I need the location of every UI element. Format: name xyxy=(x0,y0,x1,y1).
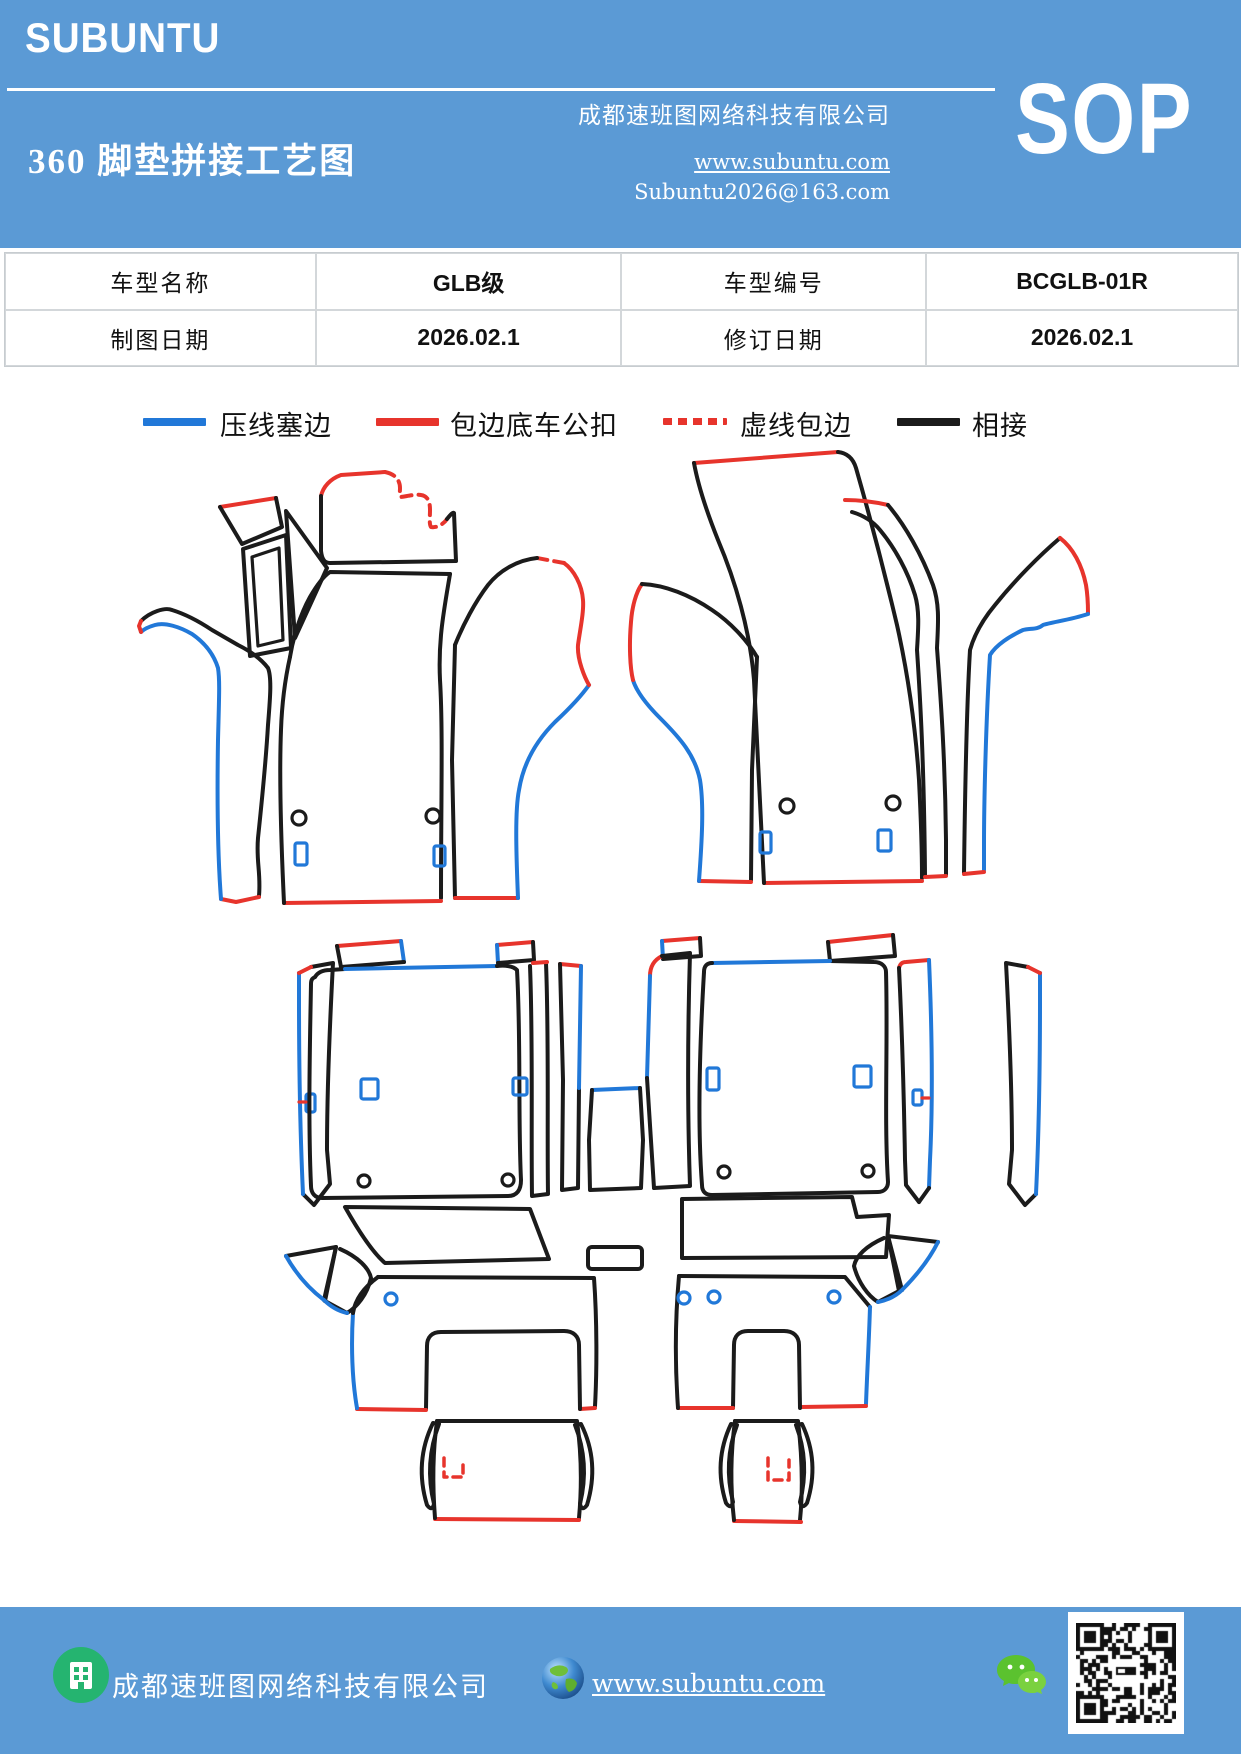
legend-label-dashed-binding: 虚线包边 xyxy=(740,411,852,441)
revise-date-label: 修订日期 xyxy=(621,309,927,366)
vehicle-info-table: 车型名称 GLB级 车型编号 BCGLB-01R 制图日期 2026.02.1 … xyxy=(4,252,1239,367)
brand-logo: SUBUNTU xyxy=(25,14,221,61)
rear-top-strip-4 xyxy=(826,933,897,963)
header-website-link[interactable]: www.subuntu.com xyxy=(694,150,890,174)
page-title: 360 脚垫拼接工艺图 xyxy=(28,142,357,181)
rear-top-strip-1 xyxy=(335,939,406,969)
front-right-main-mat xyxy=(692,450,924,885)
rear-left-mat xyxy=(307,963,529,1200)
front-center-left-piece xyxy=(450,556,591,900)
header-company-name: 成都速班图网络科技有限公司 xyxy=(578,103,890,128)
qr-code-canvas xyxy=(1076,1623,1176,1723)
rear-right-trapezoid xyxy=(680,1195,891,1260)
front-right-band-piece xyxy=(843,498,948,879)
front-center-right-piece xyxy=(627,582,759,884)
building-icon xyxy=(53,1647,109,1703)
front-left-side-strip xyxy=(137,607,273,904)
bottom-right-boot-piece xyxy=(718,1419,815,1524)
front-left-main-mat xyxy=(278,570,452,905)
rear-left-wedges xyxy=(284,1245,373,1315)
rear-right-wedges xyxy=(852,1234,940,1304)
legend-black-line-swatch xyxy=(897,418,960,426)
rear-right-strip xyxy=(897,958,934,1204)
model-name-label: 车型名称 xyxy=(5,253,316,310)
third-row-left-mat xyxy=(350,1275,599,1412)
legend-label-press-edge: 压线塞边 xyxy=(220,411,332,441)
sop-label: SOP xyxy=(1014,63,1193,175)
footer-website-link[interactable]: www.subuntu.com xyxy=(592,1669,826,1698)
front-left-heel-box xyxy=(241,533,293,658)
globe-icon xyxy=(542,1657,584,1699)
rear-center-strips xyxy=(528,951,692,1198)
qr-code xyxy=(1068,1612,1184,1734)
legend-red-line-swatch xyxy=(376,418,439,426)
rear-center-small-rect xyxy=(586,1245,644,1271)
front-top-center-piece xyxy=(319,470,458,565)
legend-label-joint: 相接 xyxy=(972,411,1028,441)
front-left-top-flap xyxy=(218,496,284,546)
header-email-link[interactable]: Subuntu2026@163.com xyxy=(634,180,890,204)
draw-date-value: 2026.02.1 xyxy=(315,309,622,366)
rear-left-trapezoid xyxy=(343,1205,551,1265)
front-left-triangle-piece xyxy=(284,509,329,640)
rear-right-mat xyxy=(697,959,890,1197)
rear-right-outer-strip xyxy=(1004,961,1042,1207)
legend-blue-line-swatch xyxy=(143,418,206,426)
footer-banner: 成都速班图网络科技有限公司 www.subuntu.com xyxy=(0,1607,1241,1754)
line-legend: 压线塞边 包边底车公扣 虚线包边 相接 xyxy=(0,404,1241,441)
third-row-right-mat xyxy=(673,1274,872,1410)
legend-label-binding-buckle: 包边底车公扣 xyxy=(450,411,618,441)
header-divider-line xyxy=(7,88,995,91)
model-code-label: 车型编号 xyxy=(621,253,927,310)
rear-top-strip-2 xyxy=(495,940,536,965)
revise-date-value: 2026.02.1 xyxy=(926,309,1238,366)
legend-red-dashed-swatch xyxy=(663,418,727,425)
header-banner: SUBUNTU 成都速班图网络科技有限公司 360 脚垫拼接工艺图 SOP ww… xyxy=(0,0,1241,248)
wechat-icon xyxy=(997,1655,1046,1694)
model-name-value: GLB级 xyxy=(315,253,622,310)
draw-date-label: 制图日期 xyxy=(5,309,316,366)
footer-company-name: 成都速班图网络科技有限公司 xyxy=(112,1672,489,1702)
rear-left-outer-strip xyxy=(297,961,335,1207)
model-code-value: BCGLB-01R xyxy=(926,253,1238,310)
front-right-hook-piece xyxy=(962,536,1090,876)
bottom-left-boot-piece xyxy=(419,1419,595,1522)
